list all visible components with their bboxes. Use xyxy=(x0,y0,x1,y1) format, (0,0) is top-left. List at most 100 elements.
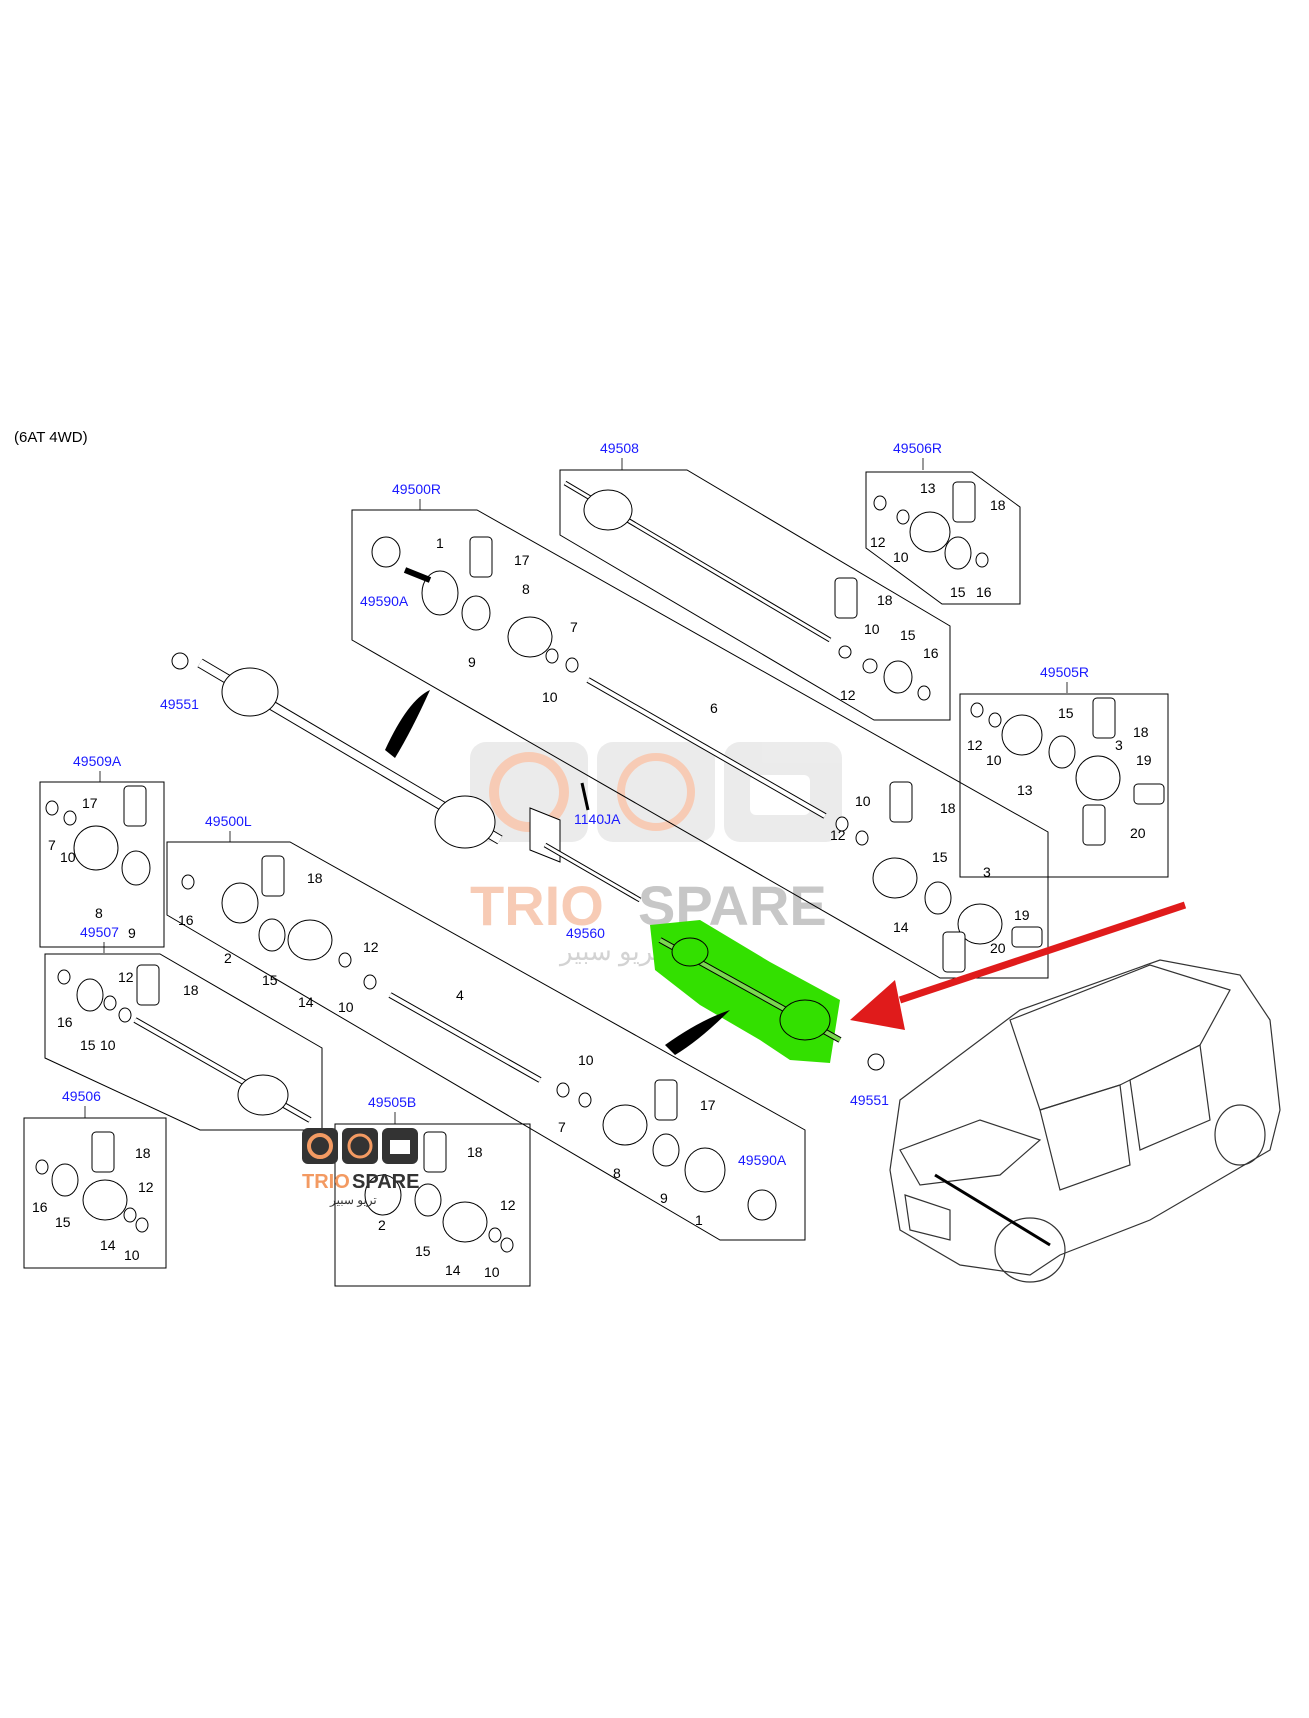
svg-text:17: 17 xyxy=(700,1097,716,1113)
boot-13 xyxy=(1001,714,1043,756)
svg-text:18: 18 xyxy=(467,1144,483,1160)
callout-49500R[interactable]: 49500R xyxy=(392,481,441,497)
callout-49509A[interactable]: 49509A xyxy=(73,753,122,769)
svg-text:18: 18 xyxy=(135,1145,151,1161)
callout-49560[interactable]: 49560 xyxy=(566,925,605,941)
watermark-arabic: تريو سبير xyxy=(558,936,661,967)
callout-49506[interactable]: 49506 xyxy=(62,1088,101,1104)
car-grille xyxy=(904,1194,951,1241)
rear-wheel xyxy=(1214,1104,1266,1166)
svg-text:15: 15 xyxy=(932,849,948,865)
group-49507: 49507 16 15 10 12 18 xyxy=(44,924,323,1131)
group-49506: 49506 18 16 15 14 12 10 xyxy=(23,1088,167,1269)
svg-text:6: 6 xyxy=(710,700,718,716)
svg-text:16: 16 xyxy=(57,1014,73,1030)
car-hood xyxy=(899,1119,1042,1186)
group-49509A: 49509A 7 10 17 8 9 xyxy=(39,753,165,948)
svg-text:3: 3 xyxy=(1115,737,1123,753)
svg-text:9: 9 xyxy=(468,654,476,670)
callout-49508[interactable]: 49508 xyxy=(600,440,639,456)
boot-8 xyxy=(602,1104,648,1146)
svg-text:15: 15 xyxy=(900,627,916,643)
logo-brand-b: SPARE xyxy=(352,1171,419,1193)
svg-text:10: 10 xyxy=(484,1264,500,1280)
svg-text:10: 10 xyxy=(893,549,909,565)
cv-joint-1 xyxy=(421,570,459,616)
svg-text:15: 15 xyxy=(1058,705,1074,721)
boot-14 xyxy=(287,919,333,961)
svg-text:8: 8 xyxy=(522,581,530,597)
svg-text:9: 9 xyxy=(660,1190,668,1206)
nut-49551 xyxy=(171,652,189,670)
svg-text:20: 20 xyxy=(1130,825,1146,841)
box-49500R xyxy=(351,509,1049,979)
svg-text:16: 16 xyxy=(32,1199,48,1215)
car-window xyxy=(1039,1084,1131,1191)
housing-3 xyxy=(1075,755,1121,801)
vehicle-illustration xyxy=(889,959,1281,1283)
callout-49590A-bottom[interactable]: 49590A xyxy=(738,1152,787,1168)
svg-text:10: 10 xyxy=(100,1037,116,1053)
svg-text:14: 14 xyxy=(298,994,314,1010)
svg-text:19: 19 xyxy=(1136,752,1152,768)
group-49500R: 49500R 49590A 1 17 9 8 7 10 6 18 10 12 1… xyxy=(351,481,1049,979)
svg-text:10: 10 xyxy=(124,1247,140,1263)
svg-text:12: 12 xyxy=(138,1179,154,1195)
svg-text:16: 16 xyxy=(178,912,194,928)
nut-49551 xyxy=(867,1053,885,1071)
cv-joint-49508 xyxy=(583,489,633,531)
grease-tube-18 xyxy=(1092,697,1116,739)
svg-text:16: 16 xyxy=(923,645,939,661)
grease-tube-18 xyxy=(91,1131,115,1173)
svg-text:15: 15 xyxy=(80,1037,96,1053)
box-49505R xyxy=(959,693,1169,878)
svg-text:16: 16 xyxy=(976,584,992,600)
inner-cv-boot xyxy=(434,795,496,849)
svg-text:8: 8 xyxy=(613,1165,621,1181)
callout-49551-left[interactable]: 49551 xyxy=(160,696,199,712)
svg-text:7: 7 xyxy=(558,1119,566,1135)
grease-tube-18 xyxy=(834,577,858,619)
cv-joint-49507 xyxy=(237,1074,289,1116)
housing-2 xyxy=(221,882,259,924)
grease-tube-18 xyxy=(423,1131,447,1173)
group-49508: 49508 18 10 15 16 12 xyxy=(559,440,951,721)
svg-text:18: 18 xyxy=(1133,724,1149,740)
trio-spare-logo: TRIO SPARE تريو سبير xyxy=(302,1128,419,1207)
callout-49500L[interactable]: 49500L xyxy=(205,813,252,829)
svg-text:18: 18 xyxy=(940,800,956,816)
boot-14 xyxy=(82,1179,128,1221)
svg-text:10: 10 xyxy=(578,1052,594,1068)
svg-text:17: 17 xyxy=(82,795,98,811)
grease-tube-17 xyxy=(123,785,147,827)
callout-49506R[interactable]: 49506R xyxy=(893,440,942,456)
callout-49590A-top[interactable]: 49590A xyxy=(360,593,409,609)
svg-text:15: 15 xyxy=(415,1243,431,1259)
svg-text:19: 19 xyxy=(1014,907,1030,923)
svg-text:10: 10 xyxy=(986,752,1002,768)
callout-49507[interactable]: 49507 xyxy=(80,924,119,940)
box-49505B xyxy=(334,1123,531,1287)
highlighted-shaft: 49551 xyxy=(650,920,889,1108)
svg-text:3: 3 xyxy=(983,864,991,880)
swoosh-2 xyxy=(665,1010,730,1055)
callout-1140JA[interactable]: 1140JA xyxy=(574,811,621,827)
seal-49590A xyxy=(747,1189,777,1221)
grease-tube-18 xyxy=(952,481,976,523)
car-body xyxy=(889,959,1281,1276)
box-49506R xyxy=(865,471,1021,605)
svg-text:18: 18 xyxy=(307,870,323,886)
callout-49505B[interactable]: 49505B xyxy=(368,1094,416,1110)
callout-49505R[interactable]: 49505R xyxy=(1040,664,1089,680)
svg-text:12: 12 xyxy=(967,737,983,753)
svg-text:17: 17 xyxy=(514,552,530,568)
boot-8 xyxy=(73,825,119,871)
gauge-icon xyxy=(617,753,695,831)
svg-text:14: 14 xyxy=(893,919,909,935)
grease-tube-18 xyxy=(261,855,285,897)
svg-text:7: 7 xyxy=(48,837,56,853)
callout-49551-right[interactable]: 49551 xyxy=(850,1092,889,1108)
boot-13 xyxy=(909,511,951,553)
